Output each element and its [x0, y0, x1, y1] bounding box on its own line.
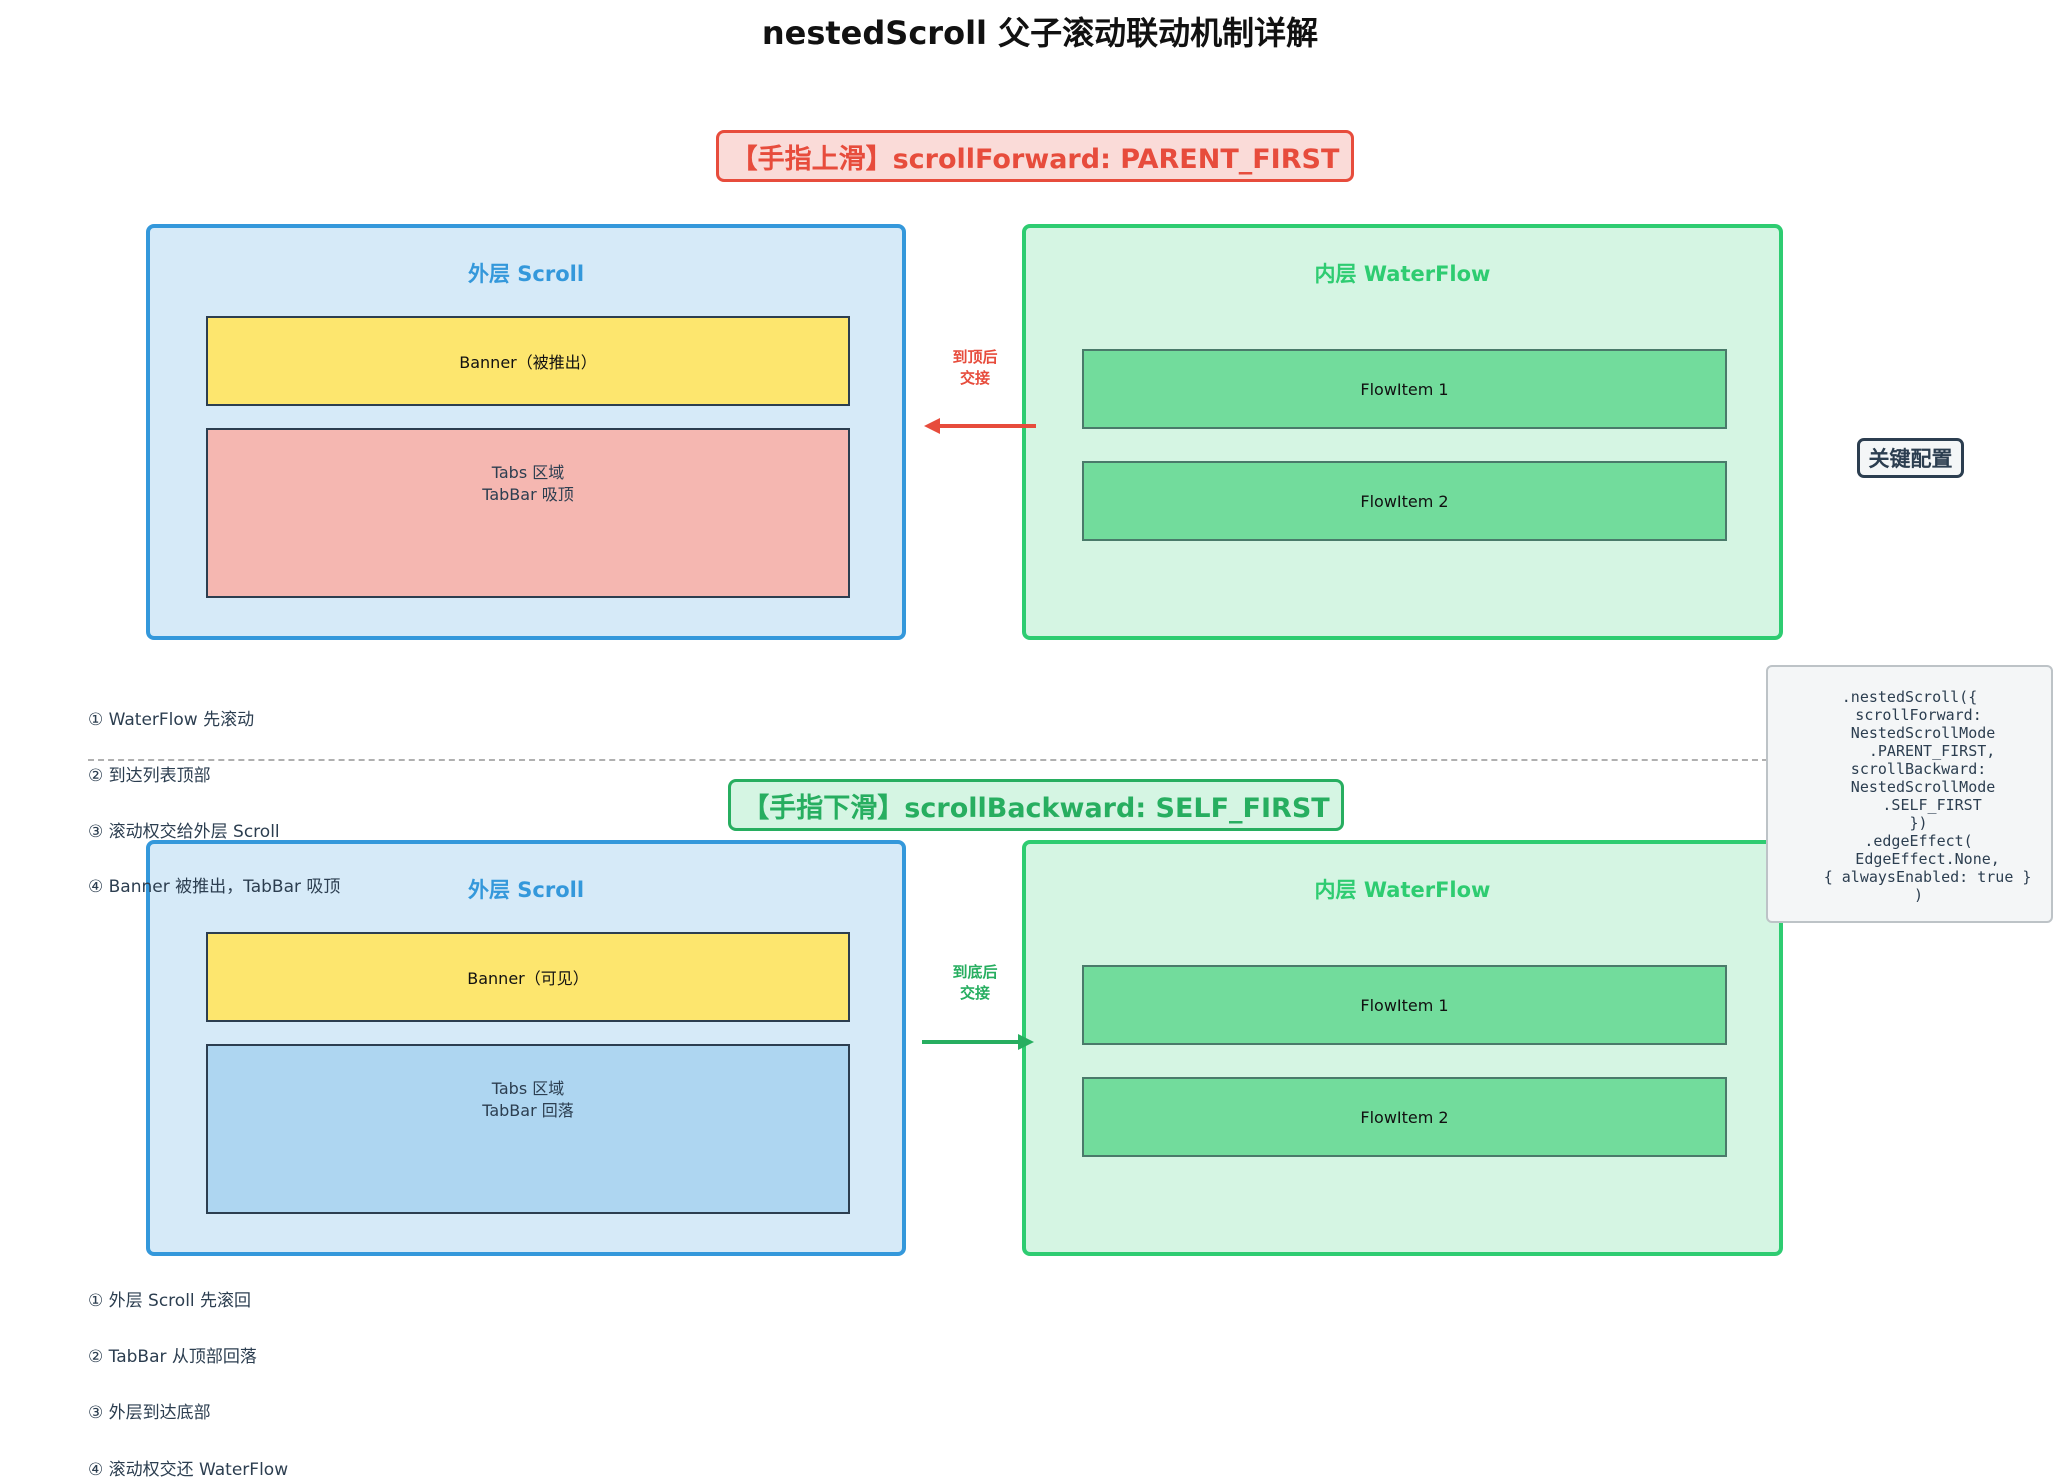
section-divider: [88, 759, 1768, 761]
banner-block: Banner（被推出）: [206, 316, 850, 406]
section-header-scroll-backward: 【手指下滑】scrollBackward: SELF_FIRST: [728, 779, 1344, 831]
tabbar-state-label: TabBar 吸顶: [482, 485, 574, 504]
handoff-line-2: 交接: [959, 984, 990, 1002]
section-header-scroll-forward: 【手指上滑】scrollForward: PARENT_FIRST: [716, 130, 1354, 182]
flow-item-2: FlowItem 2: [1082, 1077, 1727, 1157]
arrow-left-icon: [924, 418, 1036, 434]
outer-scroll-title: 外层 Scroll: [467, 262, 585, 286]
step-down-4: ④ 滚动权交还 WaterFlow: [88, 1460, 289, 1480]
code-snippet: .nestedScroll({ scrollForward: NestedScr…: [1823, 688, 2032, 904]
handoff-line-1: 到顶后: [952, 348, 998, 366]
step-up-2: ② 到达列表顶部: [88, 766, 211, 786]
step-down-3: ③ 外层到达底部: [88, 1403, 211, 1423]
step-up-3: ③ 滚动权交给外层 Scroll: [88, 822, 280, 842]
arrow-right-icon: [922, 1034, 1034, 1050]
tabbar-state-label: TabBar 回落: [482, 1101, 574, 1120]
inner-waterflow-box-down: 内层 WaterFlow FlowItem 1 FlowItem 2: [1022, 840, 1783, 1256]
handoff-label-down: 到底后 交接: [930, 962, 1020, 1004]
handoff-label-up: 到顶后 交接: [930, 347, 1020, 389]
tabs-area-block: Tabs 区域 TabBar 回落: [206, 1044, 850, 1214]
tabs-area-label: Tabs 区域: [491, 463, 565, 482]
key-config-label: 关键配置: [1857, 438, 1964, 478]
step-up-1: ① WaterFlow 先滚动: [88, 710, 255, 730]
flow-item-1: FlowItem 1: [1082, 965, 1727, 1045]
page-title: nestedScroll 父子滚动联动机制详解: [761, 14, 1319, 52]
inner-waterflow-title: 内层 WaterFlow: [1314, 262, 1491, 286]
step-down-2: ② TabBar 从顶部回落: [88, 1347, 257, 1367]
flow-item-1: FlowItem 1: [1082, 349, 1727, 429]
tabs-area-label: Tabs 区域: [491, 1079, 565, 1098]
handoff-line-2: 交接: [959, 369, 990, 387]
flow-item-2: FlowItem 2: [1082, 461, 1727, 541]
banner-block: Banner（可见）: [206, 932, 850, 1022]
step-up-4: ④ Banner 被推出，TabBar 吸顶: [88, 877, 341, 897]
tabs-area-block: Tabs 区域 TabBar 吸顶: [206, 428, 850, 598]
outer-scroll-title: 外层 Scroll: [467, 878, 585, 902]
code-snippet-box: .nestedScroll({ scrollForward: NestedScr…: [1766, 665, 2053, 923]
outer-scroll-box-down: 外层 Scroll Banner（可见） Tabs 区域 TabBar 回落: [146, 840, 906, 1256]
inner-waterflow-title: 内层 WaterFlow: [1314, 878, 1491, 902]
step-down-1: ① 外层 Scroll 先滚回: [88, 1291, 252, 1311]
handoff-line-1: 到底后: [952, 963, 998, 981]
inner-waterflow-box-up: 内层 WaterFlow FlowItem 1 FlowItem 2: [1022, 224, 1783, 640]
outer-scroll-box-up: 外层 Scroll Banner（被推出） Tabs 区域 TabBar 吸顶: [146, 224, 906, 640]
